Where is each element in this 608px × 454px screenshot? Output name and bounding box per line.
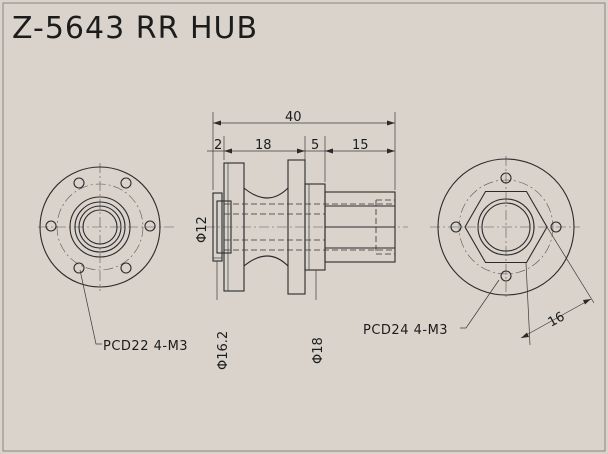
dim-length-18: 18 [255, 138, 272, 153]
right-bolt-holes [450, 172, 562, 282]
right-end-view [430, 156, 595, 346]
center-side-view [205, 159, 408, 295]
right-pcd-note: PCD24 4-M3 [363, 323, 448, 338]
drawing-title: Z-5643 RR HUB [12, 11, 258, 46]
dim-inner-diameter: Φ16.2 [216, 331, 231, 370]
dim-length-5: 5 [311, 138, 319, 153]
dim-boss-diameter: Φ18 [311, 337, 326, 364]
left-pcd-note: PCD22 4-M3 [103, 339, 188, 354]
dim-length-2: 2 [214, 138, 222, 153]
dimension-lines [207, 112, 396, 300]
left-bolt-holes [45, 177, 156, 274]
dim-length-15: 15 [352, 138, 369, 153]
dim-hex-size: 16 [546, 309, 568, 330]
left-end-view [38, 163, 176, 345]
dim-bore-diameter: Φ12 [195, 216, 210, 243]
dim-overall-length: 40 [285, 110, 302, 125]
